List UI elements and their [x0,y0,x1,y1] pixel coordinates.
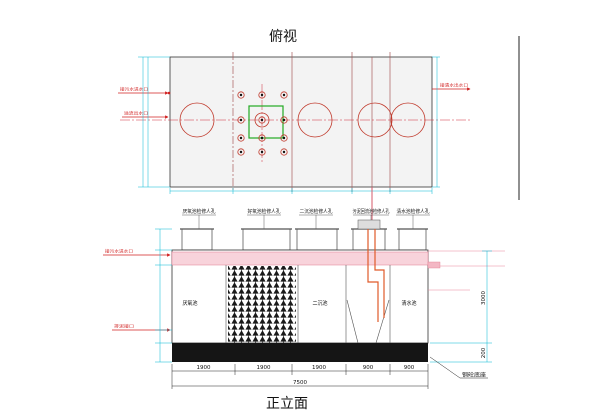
manhole-riser-clarifier [296,228,338,251]
top-view: 俯视 [118,29,520,222]
biofilm-packing [228,266,296,343]
aeration-center-marker [254,112,270,128]
right-extension-lines [428,250,505,291]
manhole-openings [179,102,426,138]
return-pipe-secondary [374,229,385,318]
hopper-line [375,299,390,344]
diffuser-marker [258,91,266,99]
front-inlet-arrow: 接污水进水口 [103,248,171,257]
manhole-riser-aerobic [242,228,291,251]
tank-partition-walls [225,265,391,343]
tank-plan-outline [169,56,433,188]
front-sludge-arrow: 排泥接口 [112,323,171,332]
aeration-zone [237,84,288,162]
base-label: 钢砼底座 [462,372,486,379]
diffuser-marker [280,91,288,99]
plan-dimension-lines [138,56,440,194]
plan-inlet-label: 接污水进水口 [120,86,148,92]
diffuser-marker [258,148,266,156]
front-inlet-label: 接污水进水口 [105,248,133,254]
tank-body [171,249,429,344]
segment-dimension-label: 1900 [257,365,271,371]
base-height-dimension-label: 200 [481,347,487,358]
return-pipe [367,229,379,322]
inlet-point [167,91,171,95]
manhole-circle-clarifier [297,102,333,138]
diffuser-marker [237,134,245,142]
bottom-dimension-chain: 1900 1900 1900 900 900 7500 [171,364,429,389]
manhole-label-sludge-return: 污泥回流池检修人孔 [353,208,390,215]
front-sludge-label: 排泥接口 [114,323,134,329]
manhole-circle-clear-water [390,102,426,138]
manhole-riser-sludge-return [352,228,386,251]
right-dimension-chain: 3000 200 [428,250,505,363]
diffuser-marker [280,116,288,124]
manhole-label-clear-water: 清水池检修人孔 [397,208,430,215]
segment-dimension-ticks [171,364,429,375]
plan-dimension-extensions [138,56,440,188]
left-dimension-ticks [155,228,172,363]
height-dimension-label: 3000 [481,291,487,305]
diffuser-marker [258,134,266,142]
diffuser-marker [237,148,245,156]
base-callout: 钢砼底座 [429,356,488,379]
aeration-zone-outline [248,105,284,139]
return-pump-housing [357,219,381,230]
total-dimension-label: 7500 [293,380,307,386]
plan-overflow-label: 溢流出水口 [124,110,148,116]
concrete-base-slab [172,343,428,362]
plan-overflow-arrow: 溢流出水口 [122,110,169,119]
segment-dimension-label: 900 [363,365,374,371]
front-view-title: 正立面 [266,396,308,412]
left-dimension-chain [155,228,172,363]
manhole-risers [180,219,428,251]
plan-dimension-ticks [169,188,433,194]
manhole-riser-clear-water [398,228,427,251]
clarifier-hopper [346,299,390,344]
front-view: 厌氧池检修人孔 好氧池检修人孔 二沉池检修人孔 污泥回流池检修人孔 清水池检修人… [103,208,505,412]
manhole-circle-anaerobic [179,102,215,138]
diffuser-marker [237,116,245,124]
manhole-label-leaders [182,214,430,229]
tank-label-clear-water: 清水池 [402,299,417,307]
segment-dimension-label: 1900 [197,365,211,371]
diffuser-marker [237,91,245,99]
manhole-label-aerobic: 好氧池检修人孔 [248,208,281,215]
outlet-nozzle [427,261,441,269]
base-leader-line [429,356,461,379]
manhole-riser-anaerobic [181,228,213,251]
diffuser-marker [280,148,288,156]
diffuser-marker [258,116,266,124]
segment-dimension-label: 1900 [312,365,326,371]
top-view-title: 俯视 [269,29,297,45]
tank-top-slab [171,251,429,266]
tank-label-anaerobic: 厌氧池 [183,299,198,307]
tank-label-clarifier: 二沉池 [313,299,328,307]
segment-dimension-label: 900 [404,365,415,371]
manhole-label-anaerobic: 厌氧池检修人孔 [183,208,216,215]
total-dimension-ticks [171,375,429,389]
hopper-line [346,299,359,344]
plan-partition-lines [232,52,391,192]
diffuser-marker [280,134,288,142]
plan-inlet-arrow: 接污水进水口 [118,86,171,95]
manhole-label-clarifier: 二沉池检修人孔 [300,208,333,215]
manhole-circle-sludge-return [357,102,393,138]
right-dimension-ticks [430,250,492,363]
sludge-return-pipes [367,229,385,322]
plan-outlet-label: 接清水出水口 [440,82,468,88]
manhole-labels: 厌氧池检修人孔 好氧池检修人孔 二沉池检修人孔 污泥回流池检修人孔 清水池检修人… [182,208,430,229]
plan-outlet-arrow: 接清水出水口 [432,82,471,91]
